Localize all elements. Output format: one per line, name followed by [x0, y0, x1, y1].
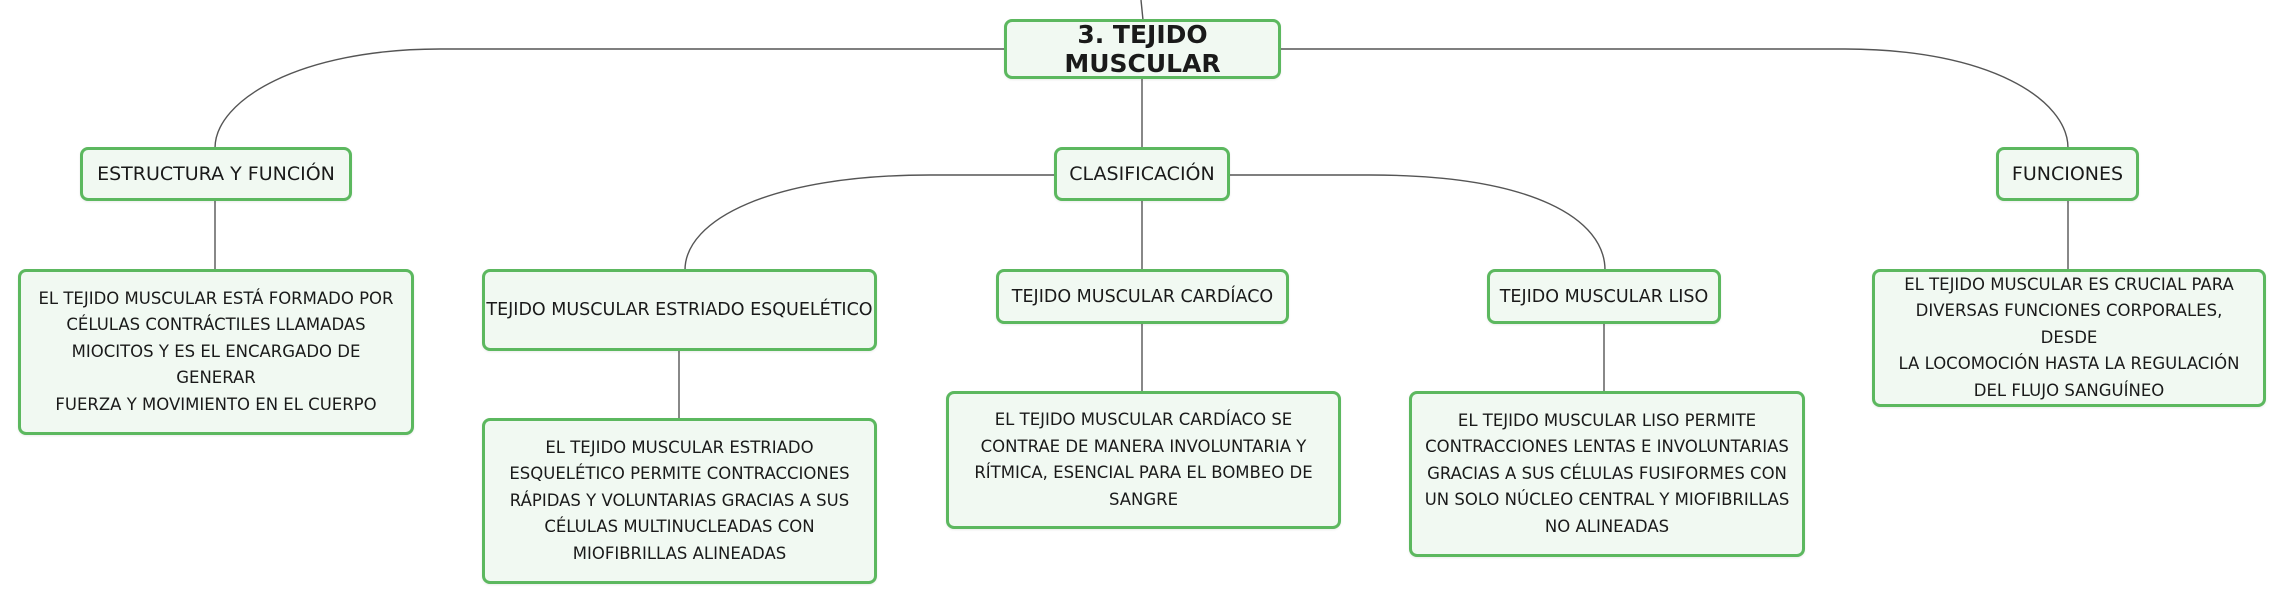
connector-parent-root [1140, 0, 1144, 21]
liso-description[interactable]: EL TEJIDO MUSCULAR LISO PERMITE CONTRACC… [1409, 391, 1805, 557]
connector-clasificacion-esqueletico [684, 174, 1055, 271]
topic-label: CLASIFICACIÓN [1069, 163, 1215, 185]
subtopic-label: TEJIDO MUSCULAR ESTRIADO ESQUELÉTICO [486, 300, 873, 320]
root-label: 3. TEJIDO MUSCULAR [1064, 20, 1221, 78]
subtopic-label: TEJIDO MUSCULAR LISO [1499, 286, 1709, 307]
topic-clasificacion[interactable]: CLASIFICACIÓN [1054, 147, 1230, 201]
subtopic-liso[interactable]: TEJIDO MUSCULAR LISO [1487, 269, 1721, 324]
description-text: EL TEJIDO MUSCULAR LISO PERMITE CONTRACC… [1424, 410, 1790, 536]
root-node[interactable]: 3. TEJIDO MUSCULAR [1004, 19, 1281, 79]
description-text: EL TEJIDO MUSCULAR ESTRIADO ESQUELÉTICO … [509, 437, 850, 563]
subtopic-estriado-esqueletico[interactable]: TEJIDO MUSCULAR ESTRIADO ESQUELÉTICO [482, 269, 877, 351]
description-text: EL TEJIDO MUSCULAR CARDÍACO SE CONTRAE D… [974, 410, 1313, 509]
topic-estructura-y-funcion[interactable]: ESTRUCTURA Y FUNCIÓN [80, 147, 352, 201]
connector-clasificacion-liso [1229, 174, 1606, 271]
description-text: EL TEJIDO MUSCULAR ES CRUCIAL PARA DIVER… [1898, 274, 2240, 400]
esqueletico-description[interactable]: EL TEJIDO MUSCULAR ESTRIADO ESQUELÉTICO … [482, 418, 877, 584]
topic-funciones[interactable]: FUNCIONES [1996, 147, 2139, 201]
topic-label: FUNCIONES [2011, 163, 2124, 185]
subtopic-cardiaco[interactable]: TEJIDO MUSCULAR CARDÍACO [996, 269, 1289, 324]
cardiaco-description[interactable]: EL TEJIDO MUSCULAR CARDÍACO SE CONTRAE D… [946, 391, 1341, 529]
funciones-description[interactable]: EL TEJIDO MUSCULAR ES CRUCIAL PARA DIVER… [1872, 269, 2266, 407]
topic-label: ESTRUCTURA Y FUNCIÓN [97, 163, 335, 185]
connector-root-funciones [1281, 48, 2069, 149]
connector-root-estructura [214, 48, 1005, 149]
estructura-description[interactable]: EL TEJIDO MUSCULAR ESTÁ FORMADO POR CÉLU… [18, 269, 414, 435]
subtopic-label: TEJIDO MUSCULAR CARDÍACO [1011, 286, 1274, 307]
description-text: EL TEJIDO MUSCULAR ESTÁ FORMADO POR CÉLU… [38, 288, 394, 414]
